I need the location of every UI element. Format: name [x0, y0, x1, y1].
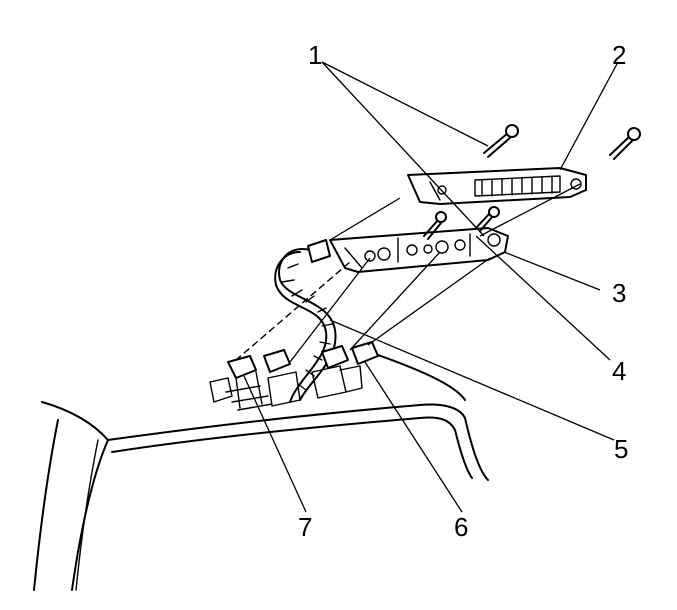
- callout-5: 5: [614, 434, 629, 464]
- vehicle-roof-outline: [33, 354, 489, 591]
- callout-7: 7: [298, 512, 313, 542]
- mounting-bracket: [209, 341, 379, 411]
- callout-2: 2: [612, 40, 627, 70]
- screw-middle-left: [423, 211, 447, 240]
- wiring-harness: [274, 239, 337, 403]
- callout-6: 6: [454, 512, 469, 542]
- alignment-dashed-line: [235, 261, 351, 361]
- lamp-housing: [329, 227, 509, 273]
- callout-4: 4: [612, 356, 627, 386]
- alignment-lines: [289, 183, 581, 363]
- callout-1: 1: [308, 40, 323, 70]
- callout-3: 3: [612, 278, 627, 308]
- lamp-lens: [407, 167, 587, 205]
- screw-upper-left: [483, 124, 519, 158]
- screw-upper-right: [609, 127, 641, 160]
- callout-leaders: [243, 61, 619, 513]
- screw-middle-right: [475, 206, 500, 232]
